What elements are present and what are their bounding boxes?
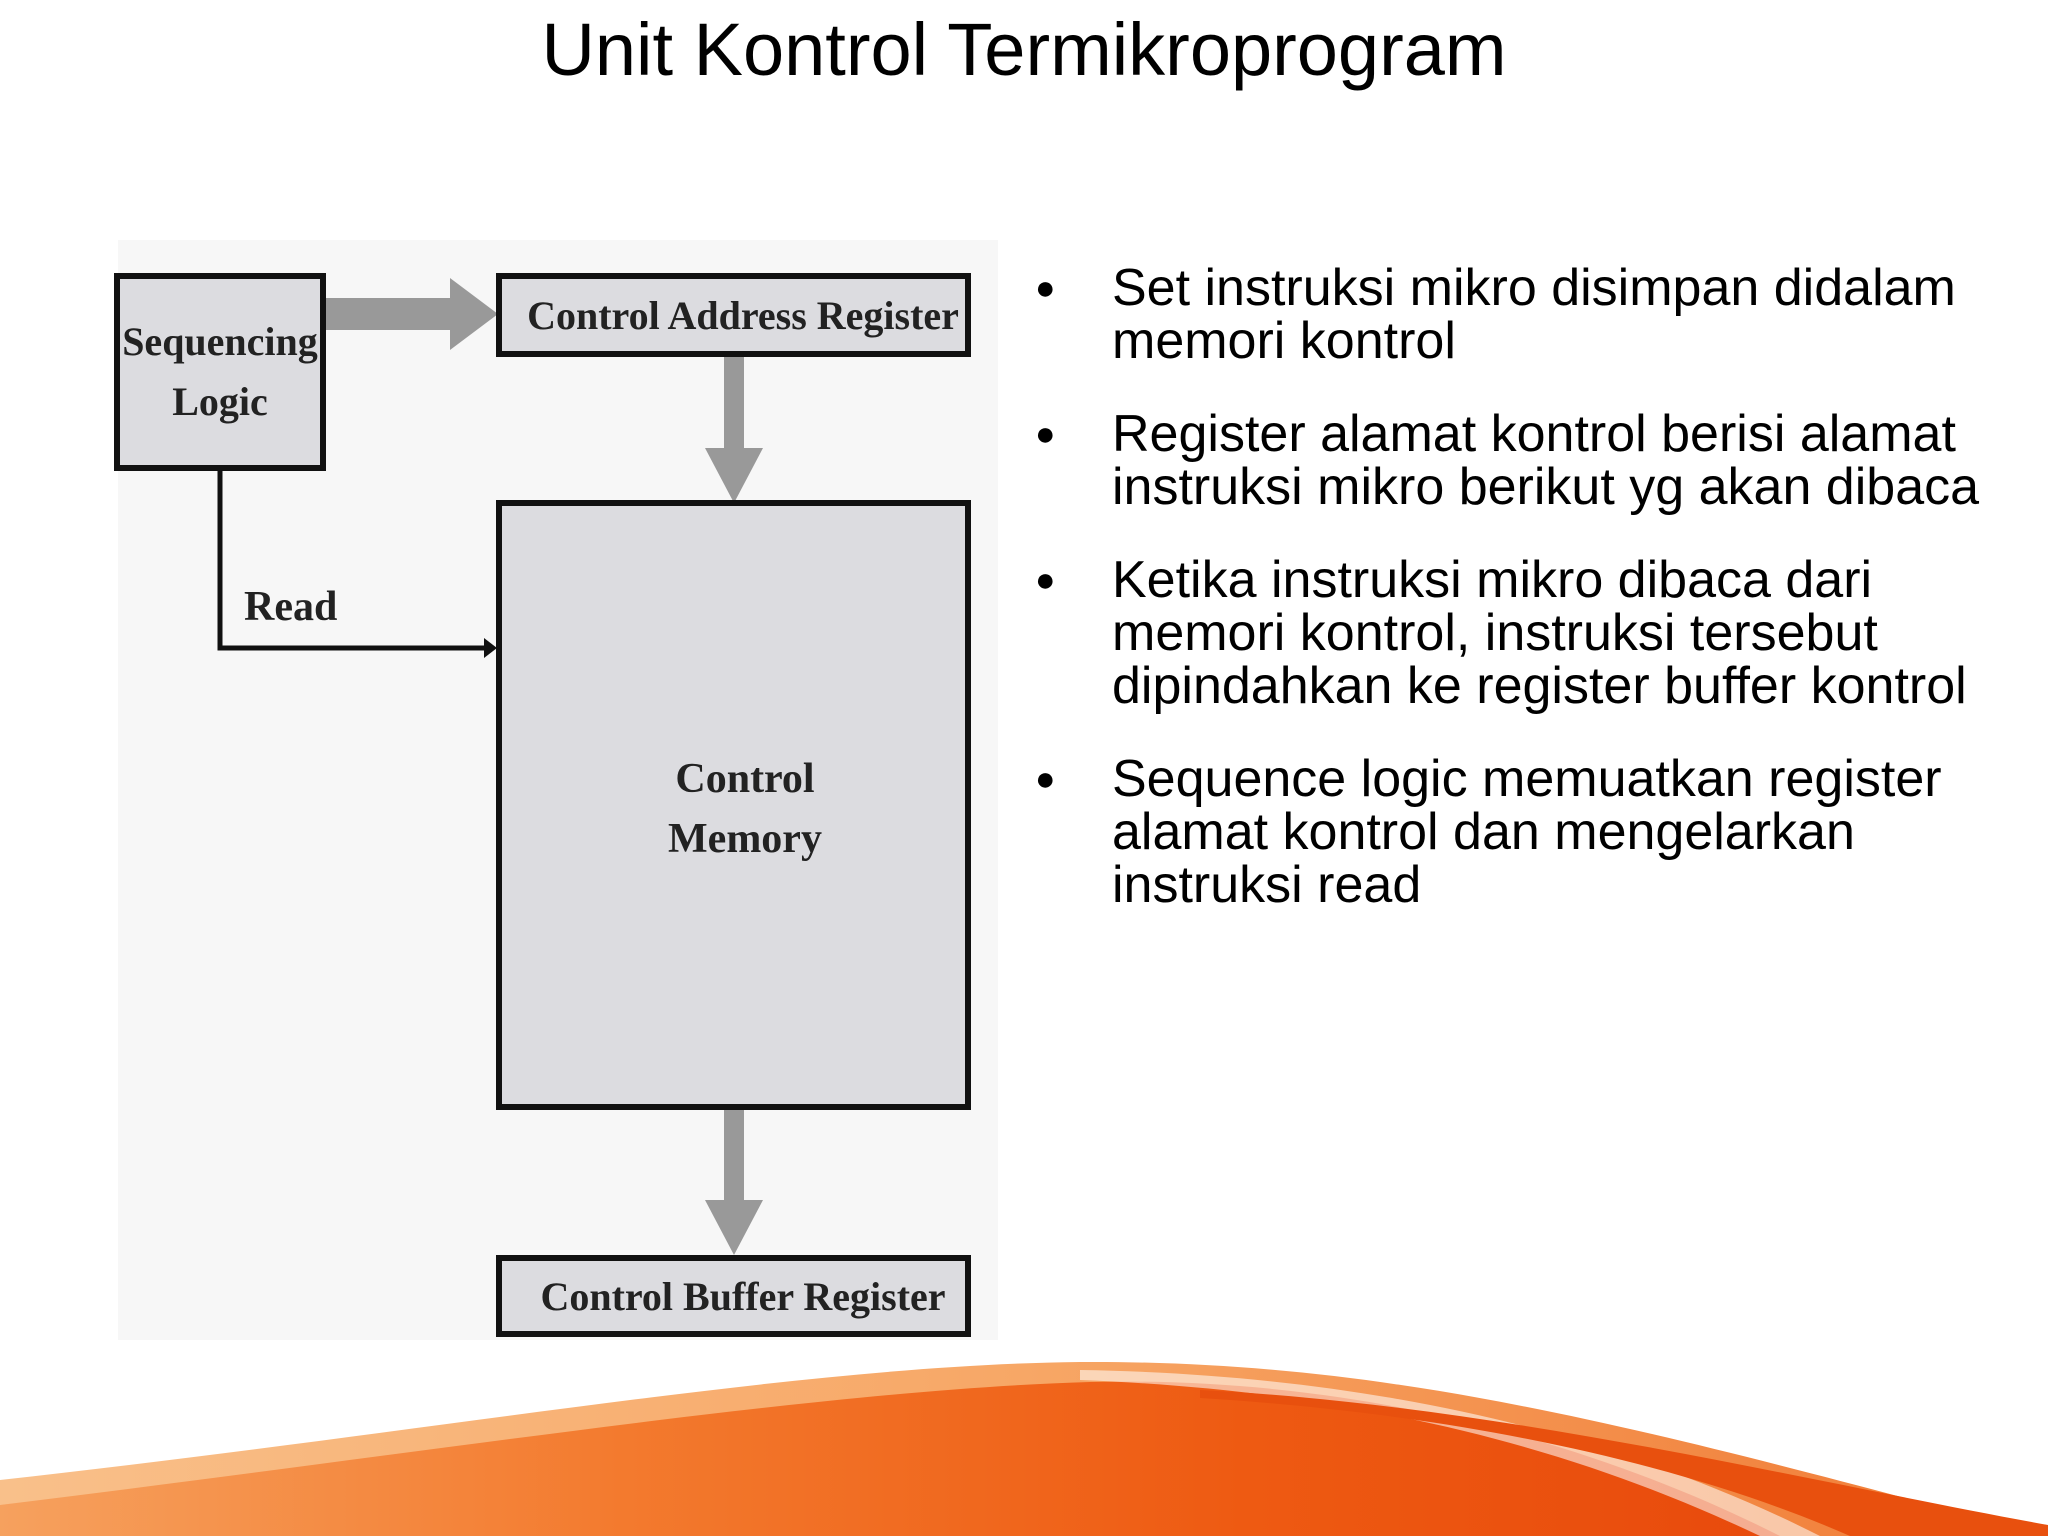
arrow-sequencing-to-car [326, 278, 498, 350]
control-unit-diagram: Sequencing Logic Control Address Registe… [114, 240, 998, 1340]
control-address-register-box [496, 273, 971, 357]
bullet-text: Sequence logic memuatkan register alamat… [1112, 750, 1942, 914]
control-address-register-label: Control Address Register [527, 293, 959, 338]
bullet-text: Set instruksi mikro disimpan didalam mem… [1112, 259, 1956, 370]
bullet-dot-icon: ● [1035, 760, 1056, 798]
orange-wave-decoration [0, 1361, 2048, 1536]
wave-right [1200, 1390, 2048, 1536]
control-buffer-register-box [496, 1255, 971, 1337]
bullet-text: Register alamat kontrol berisi alamat in… [1112, 405, 1980, 516]
bullet-item: ● Ketika instruksi mikro dibaca dari mem… [1035, 554, 2035, 713]
read-arrowhead [484, 638, 497, 658]
control-memory-label-line1: Control [675, 756, 814, 802]
bullet-dot-icon: ● [1035, 415, 1056, 453]
bullet-list: ● Set instruksi mikro disimpan didalam m… [1035, 262, 2035, 952]
arrow-memory-to-cbr [705, 1110, 763, 1255]
arrow-car-to-memory [705, 357, 763, 503]
bullet-dot-icon: ● [1035, 269, 1056, 307]
sequencing-logic-label-line1: Sequencing [122, 319, 318, 364]
wave-front [0, 1381, 1780, 1536]
control-memory-label-line2: Memory [668, 816, 822, 862]
bullet-text: Ketika instruksi mikro dibaca dari memor… [1112, 551, 1967, 715]
bullet-item: ● Set instruksi mikro disimpan didalam m… [1035, 262, 2035, 368]
bullet-dot-icon: ● [1035, 561, 1056, 599]
read-line [217, 471, 484, 651]
wave-highlight [1080, 1370, 1820, 1536]
control-memory-box [496, 500, 971, 1110]
slide-title: Unit Kontrol Termikroprogram [541, 8, 1507, 91]
sequencing-logic-box [114, 273, 326, 471]
bullet-item: ● Sequence logic memuatkan register alam… [1035, 753, 2035, 912]
read-label: Read [244, 584, 337, 630]
bullet-item: ● Register alamat kontrol berisi alamat … [1035, 408, 2035, 514]
sequencing-logic-label-line2: Logic [172, 379, 268, 424]
control-buffer-register-label: Control Buffer Register [540, 1274, 945, 1319]
